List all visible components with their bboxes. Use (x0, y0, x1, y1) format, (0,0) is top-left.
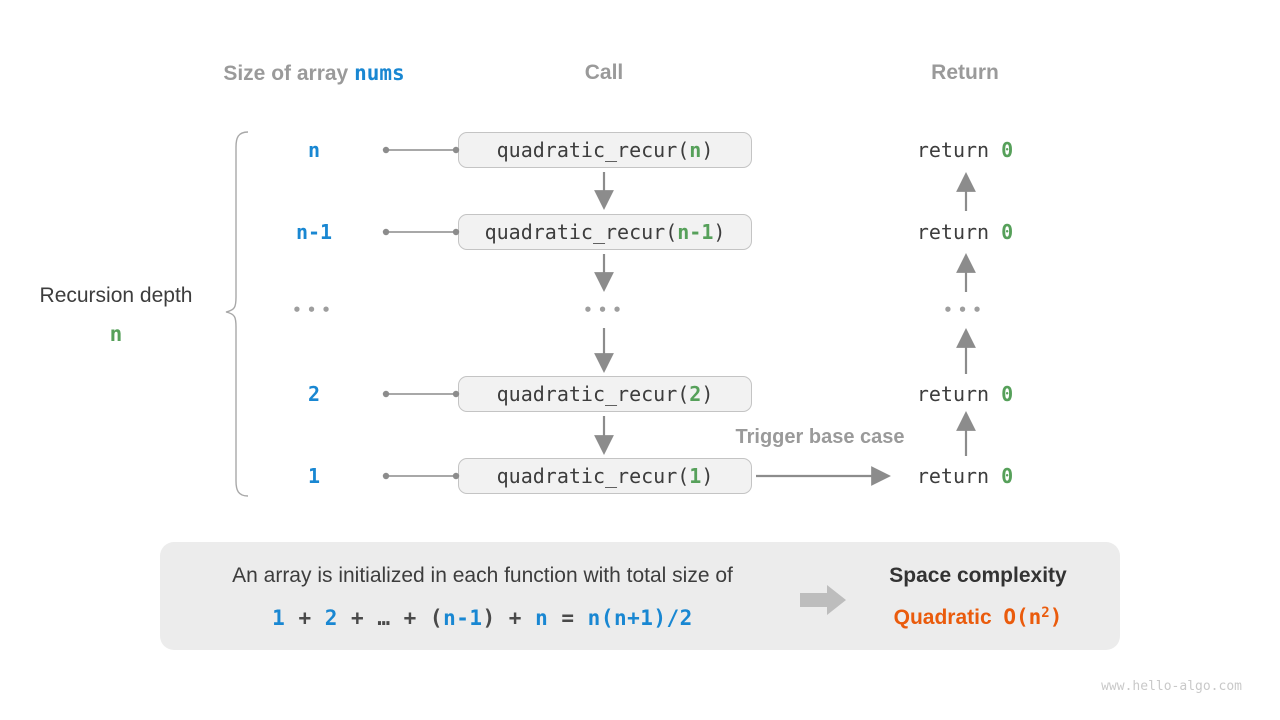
array-size-label: n-1 (295, 220, 333, 244)
call-close-text: ) (701, 382, 714, 406)
call-arg-text: 2 (689, 382, 702, 406)
call-fn-text: quadratic_recur( (496, 464, 690, 488)
array-size-label: n (307, 138, 321, 162)
return-value: 0 (1001, 464, 1014, 488)
return-value: 0 (1001, 220, 1014, 244)
recursion-depth-label: Recursion depth (39, 284, 193, 307)
call-arg-text: n (689, 138, 702, 162)
ellipsis-call-column: ••• (583, 301, 627, 319)
return-statement: return 0 (905, 381, 1025, 407)
summary-panel (160, 542, 1120, 650)
call-fn-text: quadratic_recur( (496, 138, 690, 162)
ellipsis-return-column: ••• (943, 301, 987, 319)
formula-segment: n-1 (443, 606, 483, 630)
space-complexity-title: Space complexity (889, 564, 1067, 587)
size-connector-lines (386, 149, 457, 477)
space-complexity-value: Quadratic O(n2) (850, 603, 1106, 634)
return-statement: return 0 (905, 463, 1025, 489)
return-value: 0 (1001, 138, 1014, 162)
call-arg-text: n-1 (677, 220, 714, 244)
return-statement: return 0 (905, 137, 1025, 163)
return-statement: return 0 (905, 219, 1025, 245)
call-close-text: ) (701, 138, 714, 162)
formula-segment: n(n+1)/2 (587, 606, 693, 630)
formula-segment: + (285, 606, 325, 630)
call-box: quadratic_recur(1) (458, 458, 752, 494)
recursion-depth-value: n (109, 322, 123, 346)
call-close-text: ) (713, 220, 726, 244)
connector-dots (382, 146, 460, 480)
return-keyword: return (916, 220, 1002, 244)
trigger-base-case-label: Trigger base case (735, 426, 905, 448)
call-box: quadratic_recur(n) (458, 132, 752, 168)
column-header-call: Call (584, 61, 624, 84)
big-o-notation: O(n2) (1003, 605, 1063, 629)
formula-segment: = (548, 606, 588, 630)
formula-segment: 2 (324, 606, 338, 630)
nums-code-text: nums (354, 61, 405, 85)
call-box: quadratic_recur(2) (458, 376, 752, 412)
formula-segment: + (337, 606, 378, 630)
return-value: 0 (1001, 382, 1014, 406)
complexity-gap (992, 606, 1004, 629)
summary-formula: 1 + 2 + … + (n-1) + n = n(n+1)/2 (180, 605, 785, 631)
summary-text: An array is initialized in each function… (232, 564, 733, 587)
size-header-text: Size of array (223, 62, 355, 85)
array-size-label: 1 (307, 464, 321, 488)
column-header-size: Size of array nums (164, 60, 464, 87)
call-close-text: ) (701, 464, 714, 488)
call-box: quadratic_recur(n-1) (458, 214, 752, 250)
watermark: www.hello-algo.com (1101, 679, 1242, 694)
ellipsis-size-column: ••• (292, 301, 336, 319)
formula-segment: ) + (482, 606, 536, 630)
formula-segment: n (535, 606, 549, 630)
formula-segment: 1 (272, 606, 286, 630)
call-arg-text: 1 (689, 464, 702, 488)
call-fn-text: quadratic_recur( (484, 220, 678, 244)
column-header-return: Return (931, 61, 999, 84)
formula-segment: … + ( (377, 606, 444, 630)
call-fn-text: quadratic_recur( (496, 382, 690, 406)
array-size-label: 2 (307, 382, 321, 406)
return-keyword: return (916, 382, 1002, 406)
return-keyword: return (916, 464, 1002, 488)
complexity-name: Quadratic (893, 606, 992, 629)
return-keyword: return (916, 138, 1002, 162)
